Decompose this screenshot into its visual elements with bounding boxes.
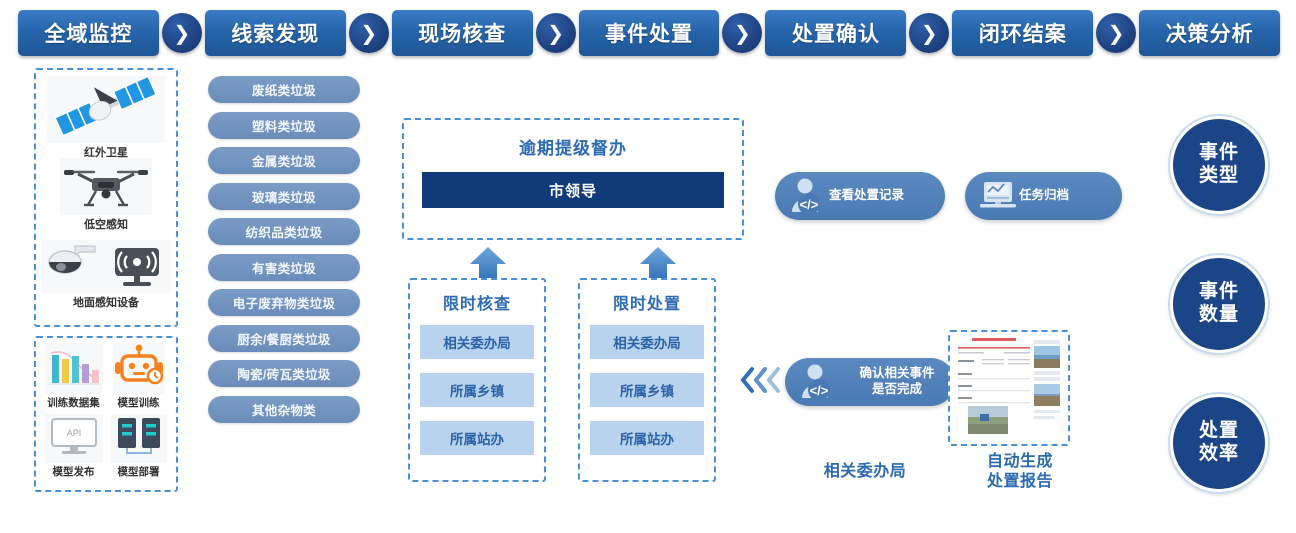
model-item-publish: API 模型发布 bbox=[41, 414, 106, 485]
metric-circle-event-type[interactable]: 事件 类型 bbox=[1170, 116, 1268, 214]
confirm-label-line2: 是否完成 bbox=[871, 382, 922, 396]
view-disposal-record-button[interactable]: </> 查看处置记录 bbox=[775, 172, 945, 220]
drone-icon bbox=[60, 158, 152, 215]
sensing-label: 地面感知设备 bbox=[73, 297, 139, 309]
caption-line2: 处置报告 bbox=[986, 473, 1053, 491]
model-item-training: 模型训练 bbox=[106, 343, 171, 414]
laptop-chart-icon bbox=[977, 177, 1019, 216]
waste-category-pill[interactable]: 金属类垃圾 bbox=[208, 147, 360, 174]
waste-category-pill[interactable]: 废纸类垃圾 bbox=[208, 76, 360, 103]
chevron-right-icon: ❯ bbox=[535, 13, 576, 53]
flow-step-3[interactable]: 事件处置 bbox=[578, 10, 720, 56]
person-code-icon: </> bbox=[795, 361, 839, 404]
process-flow-bar: 全域监控 ❯ 线索发现 ❯ 现场核查 ❯ 事件处置 ❯ 处置确认 ❯ 闭环结案 … bbox=[18, 8, 1281, 58]
metric-line1: 处置 bbox=[1198, 420, 1239, 442]
flow-step-4[interactable]: 处置确认 bbox=[765, 10, 907, 56]
waste-category-pill[interactable]: 其他杂物类 bbox=[208, 395, 360, 423]
metric-line1: 事件 bbox=[1198, 281, 1239, 303]
model-item-deploy: 模型部署 bbox=[106, 414, 171, 485]
model-label: 模型部署 bbox=[117, 466, 160, 478]
chevron-right-icon: ❯ bbox=[1096, 13, 1137, 53]
svg-text:</>: </> bbox=[800, 197, 819, 212]
caption-line1: 自动生成 bbox=[986, 453, 1053, 470]
bar-chart-icon bbox=[44, 343, 103, 394]
auto-report-preview bbox=[948, 330, 1070, 446]
model-label: 训练数据集 bbox=[47, 397, 100, 409]
model-label: 模型训练 bbox=[117, 397, 160, 409]
capsule-label: 查看处置记录 bbox=[829, 188, 905, 203]
chevron-right-icon: ❯ bbox=[348, 13, 389, 53]
metric-circle-disposal-efficiency[interactable]: 处置 效率 bbox=[1170, 394, 1268, 492]
caption-related-bureau: 相关委办局 bbox=[823, 463, 907, 480]
sensing-item-drone: 低空感知 bbox=[36, 158, 176, 232]
model-panel: 训练数据集 模型训练 bbox=[34, 336, 178, 492]
sensing-label: 红外卫星 bbox=[84, 147, 128, 159]
server-rack-icon bbox=[110, 414, 167, 463]
chevron-right-icon: ❯ bbox=[161, 13, 202, 53]
waste-category-pill[interactable]: 电子废弃物类垃圾 bbox=[208, 289, 360, 316]
svg-text:API: API bbox=[66, 428, 81, 438]
flow-step-0[interactable]: 全域监控 bbox=[18, 10, 159, 56]
triple-chevron-left-icon bbox=[738, 363, 784, 397]
chevron-right-icon: ❯ bbox=[909, 13, 950, 53]
task-item[interactable]: 所属站办 bbox=[420, 421, 534, 455]
metric-circle-event-count[interactable]: 事件 数量 bbox=[1170, 255, 1268, 353]
ground-sensor-icon bbox=[41, 240, 171, 293]
task-column-title: 限时核查 bbox=[442, 296, 511, 313]
task-column-disposal: 限时处置 相关委办局 所属乡镇 所属站办 bbox=[578, 278, 716, 482]
svg-text:</>: </> bbox=[810, 383, 829, 398]
flow-step-5[interactable]: 闭环结案 bbox=[952, 10, 1094, 56]
task-item[interactable]: 相关委办局 bbox=[590, 325, 704, 359]
sensing-panel: 红外卫星 低空感知 bbox=[34, 68, 178, 327]
waste-category-pill[interactable]: 陶瓷/砖瓦类垃圾 bbox=[208, 360, 360, 387]
model-item-dataset: 训练数据集 bbox=[41, 343, 106, 414]
capsule-label: 任务归档 bbox=[1019, 188, 1070, 203]
flow-step-1[interactable]: 线索发现 bbox=[204, 10, 346, 56]
sensing-label: 低空感知 bbox=[84, 219, 128, 231]
chevron-right-icon: ❯ bbox=[722, 13, 763, 53]
metric-line2: 数量 bbox=[1198, 304, 1239, 325]
up-arrow-icon bbox=[638, 246, 678, 282]
task-item[interactable]: 所属站办 bbox=[590, 421, 704, 455]
person-code-icon: </> bbox=[785, 175, 829, 218]
task-column-verification: 限时核查 相关委办局 所属乡镇 所属站办 bbox=[408, 278, 546, 482]
escalation-panel: 逾期提级督办 市领导 bbox=[402, 118, 744, 240]
task-item[interactable]: 相关委办局 bbox=[420, 325, 534, 359]
flow-step-6[interactable]: 决策分析 bbox=[1139, 10, 1281, 56]
report-document-icon bbox=[950, 332, 1064, 444]
task-item[interactable]: 所属乡镇 bbox=[420, 373, 534, 407]
waste-category-pill[interactable]: 有害类垃圾 bbox=[208, 253, 360, 281]
model-label: 模型发布 bbox=[52, 466, 95, 478]
robot-icon bbox=[112, 343, 165, 394]
confirm-event-completion-button[interactable]: </> 确认相关事件 是否完成 bbox=[785, 358, 955, 406]
waste-category-list: 废纸类垃圾 塑料类垃圾 金属类垃圾 玻璃类垃圾 纺织品类垃圾 有害类垃圾 电子废… bbox=[208, 76, 360, 431]
task-item[interactable]: 所属乡镇 bbox=[590, 373, 704, 407]
waste-category-pill[interactable]: 玻璃类垃圾 bbox=[208, 182, 360, 210]
caption-auto-report: 自动生成 处置报告 bbox=[950, 452, 1090, 493]
sensing-item-ground: 地面感知设备 bbox=[36, 240, 176, 310]
api-monitor-icon: API bbox=[44, 414, 103, 463]
waste-category-pill[interactable]: 厨余/餐厨类垃圾 bbox=[208, 324, 360, 352]
metric-line1: 事件 bbox=[1198, 142, 1239, 164]
sensing-item-satellite: 红外卫星 bbox=[36, 75, 176, 160]
satellite-icon bbox=[47, 75, 165, 143]
metric-line2: 类型 bbox=[1198, 165, 1239, 186]
up-arrow-icon bbox=[468, 246, 508, 282]
waste-category-pill[interactable]: 纺织品类垃圾 bbox=[208, 218, 360, 245]
waste-category-pill[interactable]: 塑料类垃圾 bbox=[208, 111, 360, 139]
task-column-title: 限时处置 bbox=[612, 296, 681, 313]
escalation-title: 逾期提级督办 bbox=[519, 139, 627, 158]
metric-line2: 效率 bbox=[1198, 443, 1239, 464]
task-archive-button[interactable]: 任务归档 bbox=[965, 172, 1122, 220]
flow-step-2[interactable]: 现场核查 bbox=[391, 10, 533, 56]
escalation-authority-bar: 市领导 bbox=[422, 172, 724, 208]
confirm-label-line1: 确认相关事件 bbox=[859, 366, 935, 381]
